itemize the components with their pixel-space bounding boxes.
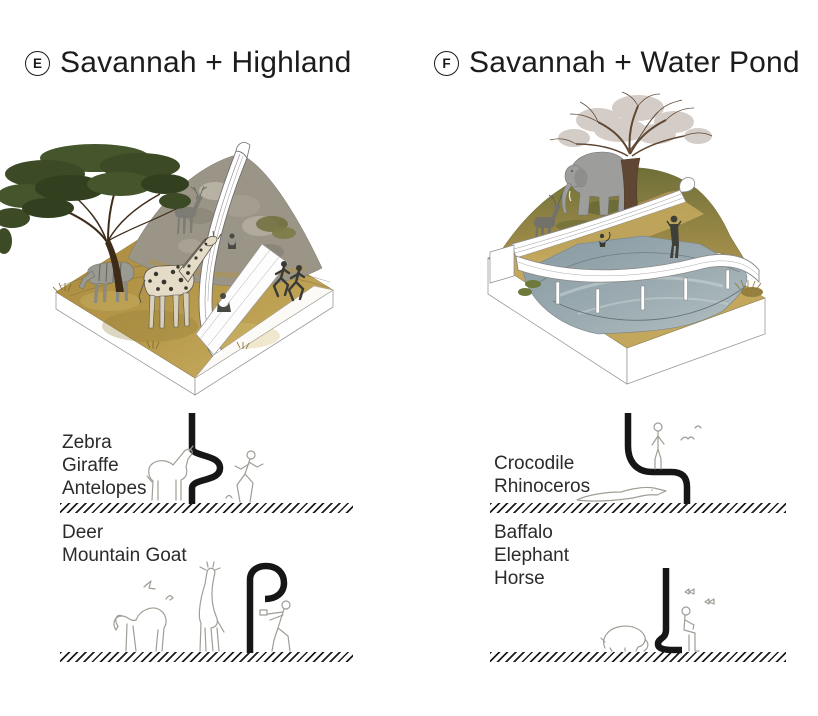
monkey-figure: [599, 231, 611, 247]
s-curve-barrier: [188, 413, 224, 504]
ground-hatch: [490, 652, 786, 662]
animal-label: Crocodile: [494, 453, 575, 474]
animal-label: Baffalo: [494, 522, 553, 543]
runner-figures: [272, 261, 306, 302]
ground-hatch: [60, 652, 353, 662]
panel-badge-e-icon: E: [25, 50, 50, 76]
camel-outline: [113, 607, 167, 652]
seated-person-outline: [681, 606, 700, 652]
giraffe-figure: [138, 230, 222, 329]
section-diagram-e2: [113, 561, 291, 653]
animal-list-e2: Deer Mountain Goat: [62, 521, 187, 567]
animal-list-f1: Crocodile Rhinoceros: [494, 452, 590, 498]
sitting-visitor: [228, 233, 236, 249]
elephant-figure: [561, 151, 630, 216]
panel-title-f: F Savannah + Water Pond: [434, 46, 800, 80]
panel-title-e-text: Savannah + Highland: [60, 46, 352, 79]
animal-label: Zebra: [62, 432, 112, 453]
bridge-walkway: [515, 253, 760, 314]
section-diagram-f2: [600, 568, 715, 654]
runner-outline: [225, 450, 264, 503]
animal-label: Mountain Goat: [62, 545, 187, 566]
deer-figure: [175, 185, 208, 234]
grass-tufts: [734, 279, 763, 297]
hook-barrier: [246, 562, 288, 653]
birds-outline: [143, 580, 174, 601]
crocodile-outline: [576, 486, 667, 502]
panel-badge-f-icon: F: [434, 50, 459, 76]
illustration-savannah-highland: [0, 142, 334, 396]
sitting-visitor: [217, 293, 231, 312]
ground-hatch: [60, 503, 353, 513]
giraffe-outline: [198, 561, 225, 652]
animal-list-f2: Baffalo Elephant Horse: [494, 521, 569, 590]
animal-label: Rhinoceros: [494, 476, 591, 497]
acacia-tree: [0, 144, 191, 292]
animal-list-e1: Zebra Giraffe Antelopes: [62, 431, 147, 500]
birds-outline: [680, 425, 702, 441]
animal-label: Giraffe: [62, 455, 119, 476]
photographer-outline: [259, 600, 291, 652]
section-diagram-f1: [576, 413, 702, 504]
butterflies-outline: [684, 588, 715, 605]
baobab-tree: [549, 91, 713, 213]
animal-label: Deer: [62, 522, 104, 543]
animal-label: Elephant: [494, 545, 570, 566]
standing-person-outline: [651, 422, 665, 470]
elevated-walkway-barrier: [624, 413, 691, 504]
tall-wall-barrier: [654, 568, 682, 654]
ground-hatch: [490, 503, 786, 513]
standing-visitor: [666, 215, 682, 258]
animal-label: Horse: [494, 568, 545, 589]
antelope-outline: [146, 445, 194, 501]
grass-tufts: [52, 282, 250, 350]
panel-title-f-text: Savannah + Water Pond: [469, 46, 800, 79]
illustration-savannah-water-pond: [487, 91, 766, 385]
animal-label: Antelopes: [62, 478, 147, 499]
acacia-canopy: [0, 144, 191, 254]
panel-title-e: E Savannah + Highland: [25, 46, 352, 80]
buffalo-outline: [600, 625, 649, 652]
section-diagram-e1: [146, 413, 264, 504]
bird-icon: [225, 494, 233, 499]
